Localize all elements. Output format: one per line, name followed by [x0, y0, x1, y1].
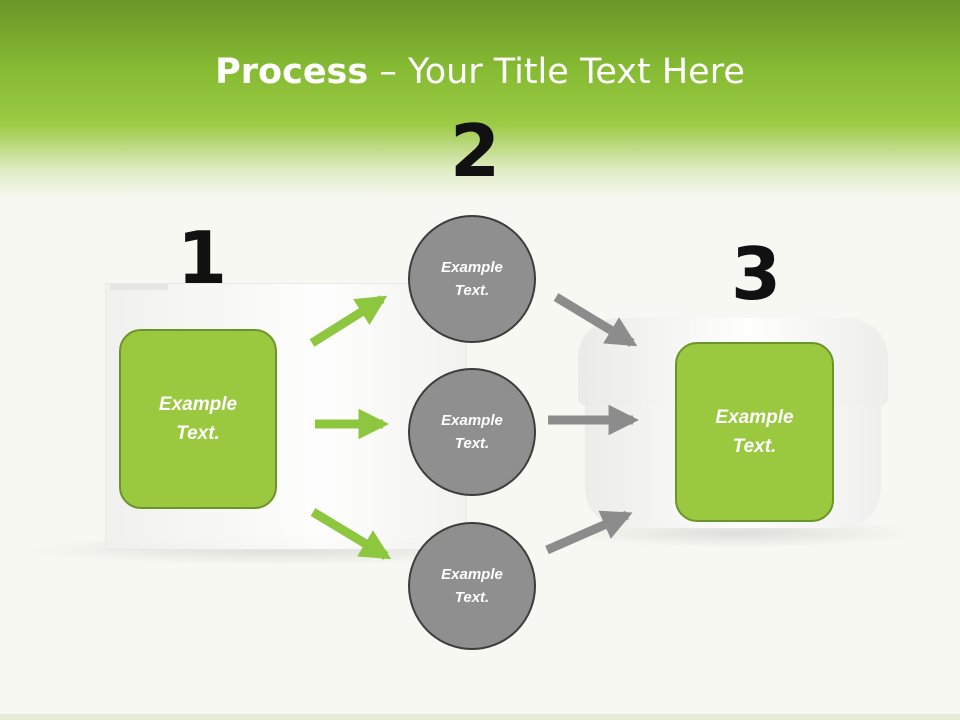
- step-3-box: Example Text.: [675, 342, 834, 522]
- step-number-3: 3: [731, 232, 782, 316]
- bottom-rule: [0, 714, 960, 720]
- circle-text: Example Text.: [441, 412, 503, 452]
- title-rest: – Your Title Text Here: [368, 52, 745, 92]
- green-arrow-down: [310, 508, 392, 560]
- gray-arrow-down: [553, 293, 638, 347]
- green-arrow-up: [309, 295, 388, 347]
- circle-text: Example Text.: [441, 259, 503, 299]
- gray-arrow-up: [545, 510, 633, 555]
- step-1-box: Example Text.: [119, 329, 277, 509]
- header-band: [0, 0, 960, 200]
- step-number-2: 2: [450, 109, 501, 193]
- title-bold: Process: [215, 52, 369, 92]
- circle-text: Example Text.: [441, 566, 503, 606]
- step-1-text: Example Text.: [158, 394, 238, 444]
- background-box-tab: [110, 284, 168, 290]
- step-2-circle-bottom: Example Text.: [408, 522, 536, 650]
- step-number-1: 1: [177, 216, 228, 300]
- step-2-circle-top: Example Text.: [408, 215, 536, 343]
- step-3-text: Example Text.: [715, 407, 794, 457]
- step-2-circle-middle: Example Text.: [408, 368, 536, 496]
- slide-title: Process – Your Title Text Here: [0, 52, 960, 92]
